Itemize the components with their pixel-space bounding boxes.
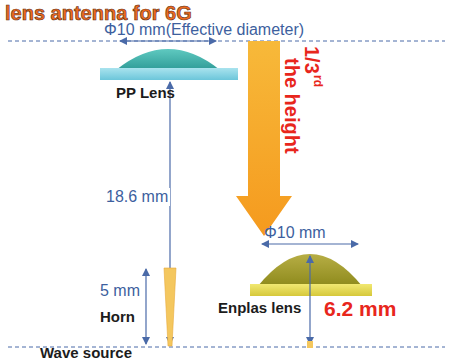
dimension-label: 18.6 mm	[104, 188, 170, 206]
part-name: Horn	[100, 309, 135, 324]
part-name: Wave source	[40, 345, 132, 360]
diameter-arrow	[262, 243, 358, 244]
part-name: Enplas lens	[218, 300, 301, 315]
height-dimension	[309, 256, 310, 344]
pp-lens-dome	[116, 49, 220, 70]
part-name: PP Lens	[116, 85, 175, 100]
ratio-superscript: rd	[312, 75, 324, 87]
dimension-label: 6.2 mm	[324, 298, 396, 319]
horn-symbol	[164, 268, 176, 346]
dimension-label: 5 mm	[100, 283, 140, 299]
pp-lens-plate	[100, 68, 238, 80]
horn-dimension	[145, 269, 146, 344]
enplas-lens-plate	[250, 284, 372, 296]
ratio-label: the height	[282, 58, 302, 154]
wave-source-symbol	[307, 341, 313, 348]
diagram-title: lens antenna for 6G	[5, 3, 192, 23]
ratio-label: 1/3	[302, 46, 322, 74]
diameter-arrow	[120, 40, 216, 41]
dimension-label: Φ10 mm(Effective diameter)	[104, 22, 304, 38]
dimension-label: Φ10 mm	[264, 225, 326, 241]
reference-line	[8, 41, 445, 42]
